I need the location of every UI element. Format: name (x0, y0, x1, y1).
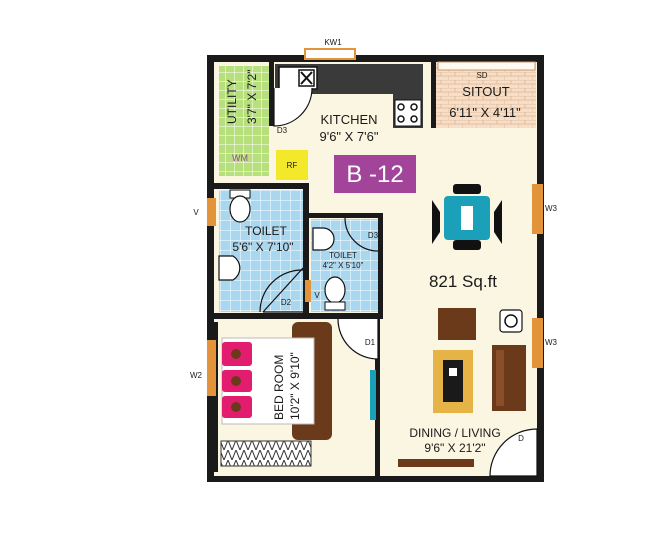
w2-label: W2 (190, 371, 203, 380)
kitchen-dims: 9'6" X 7'6" (319, 129, 378, 144)
kitchen-name: KITCHEN (320, 112, 377, 127)
d-label: D (518, 434, 524, 443)
door-d3-utility (273, 87, 313, 127)
window-w2 (207, 340, 216, 396)
fridge (276, 150, 308, 180)
utility-dims: 3'7" X 7'2" (245, 70, 259, 124)
window-w3-lower (532, 318, 543, 368)
toilet-dims: 5'6" X 7'10" (232, 240, 293, 254)
window-v-left (207, 198, 216, 226)
toilet-fixture-1 (229, 189, 251, 223)
basin-1 (218, 255, 241, 281)
washing-machine (220, 138, 260, 176)
door-d2-arc (259, 269, 304, 313)
bed (221, 322, 332, 440)
door-main (489, 428, 538, 477)
living-dims: 9'6" X 21'2" (424, 441, 485, 455)
sitout-dims: 6'11" X 4'11" (449, 105, 521, 120)
sofa-set (433, 308, 526, 413)
door-d2 (262, 267, 304, 313)
kw1-label: KW1 (324, 38, 342, 47)
d1-label: D1 (365, 338, 376, 347)
v-left-label: V (193, 208, 199, 217)
unit-label: B -12 (346, 161, 403, 188)
wm-label: WM (232, 153, 248, 163)
stove-icon (394, 99, 422, 127)
d3-toilet-label: D3 (368, 231, 379, 240)
sitout-bench (437, 61, 536, 71)
living-name: DINING / LIVING (409, 426, 500, 440)
entry-mat (398, 459, 474, 467)
fan-icon-hub (504, 314, 518, 328)
window-w3-upper (532, 184, 543, 234)
toilet-fixture-2 (324, 276, 346, 311)
tv-unit (370, 370, 376, 420)
sd-label: SD (476, 71, 487, 80)
toilet2-dims: 4'2" X 5'10" (323, 261, 364, 270)
sitout-name: SITOUT (462, 84, 509, 99)
d3-utility-label: D3 (277, 126, 288, 135)
w3-lower-label: W3 (545, 338, 558, 347)
utility-name: UTILITY (225, 79, 239, 124)
v-toilet-label: V (314, 291, 320, 300)
wardrobe (220, 440, 312, 467)
door-d3-toilet (344, 217, 379, 252)
dining-set (432, 184, 502, 250)
toilet2-name: TOILET (329, 251, 357, 260)
rf-label: RF (287, 161, 298, 170)
unit-badge (334, 155, 416, 193)
bedroom-dims: 10'2" X 9'10" (288, 352, 302, 420)
d2-label: D2 (281, 298, 292, 307)
sitout-floor (436, 62, 536, 128)
walls (207, 55, 544, 482)
bedroom-name: BED ROOM (272, 355, 286, 420)
window-kw1 (304, 48, 356, 60)
basin-2 (312, 227, 335, 251)
sink-icon (278, 66, 318, 90)
toilet-name: TOILET (245, 224, 287, 238)
w3-upper-label: W3 (545, 204, 558, 213)
unit-area: 821 Sq.ft (429, 272, 497, 291)
door-d1 (337, 318, 379, 360)
fan-icon (499, 309, 523, 333)
window-v-toilet (305, 280, 311, 302)
